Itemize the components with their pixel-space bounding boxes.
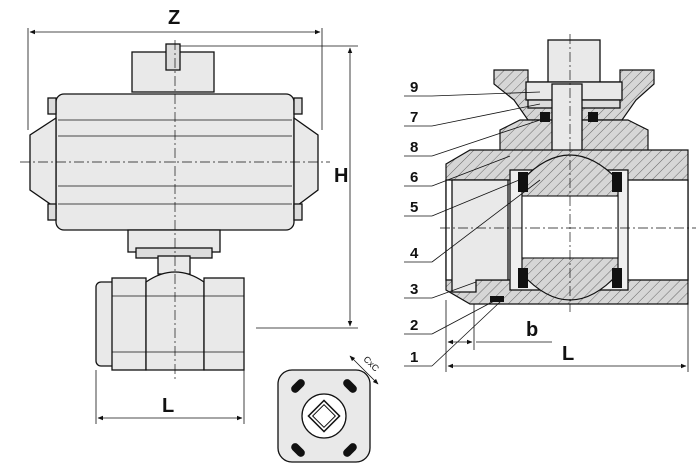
- callout-2: 2: [410, 317, 418, 334]
- callout-8: 8: [410, 139, 418, 156]
- actuator-front-view: [20, 40, 330, 382]
- callout-5: 5: [410, 199, 418, 216]
- h-label: H: [334, 165, 348, 187]
- valve-section-view: [440, 34, 696, 312]
- callout-7: 7: [410, 109, 418, 126]
- h-dimension: H: [180, 45, 358, 329]
- right-dimensions: b L: [445, 300, 689, 372]
- callout-leaders: [404, 91, 547, 367]
- callout-numbers: 9 7 8 6 5 4 3 2 1: [410, 79, 419, 366]
- callout-3: 3: [410, 281, 418, 298]
- callout-4: 4: [410, 245, 419, 262]
- mounting-flange-view: CxC: [277, 354, 381, 463]
- z-label: Z: [168, 7, 180, 29]
- l-left-label: L: [162, 395, 174, 417]
- callout-9: 9: [410, 79, 418, 96]
- b-label: b: [526, 319, 538, 341]
- callout-1: 1: [410, 349, 418, 366]
- z-dimension: Z: [27, 7, 323, 130]
- callout-6: 6: [410, 169, 418, 186]
- l-right-label: L: [562, 343, 574, 365]
- l-left-dimension: L: [95, 370, 245, 424]
